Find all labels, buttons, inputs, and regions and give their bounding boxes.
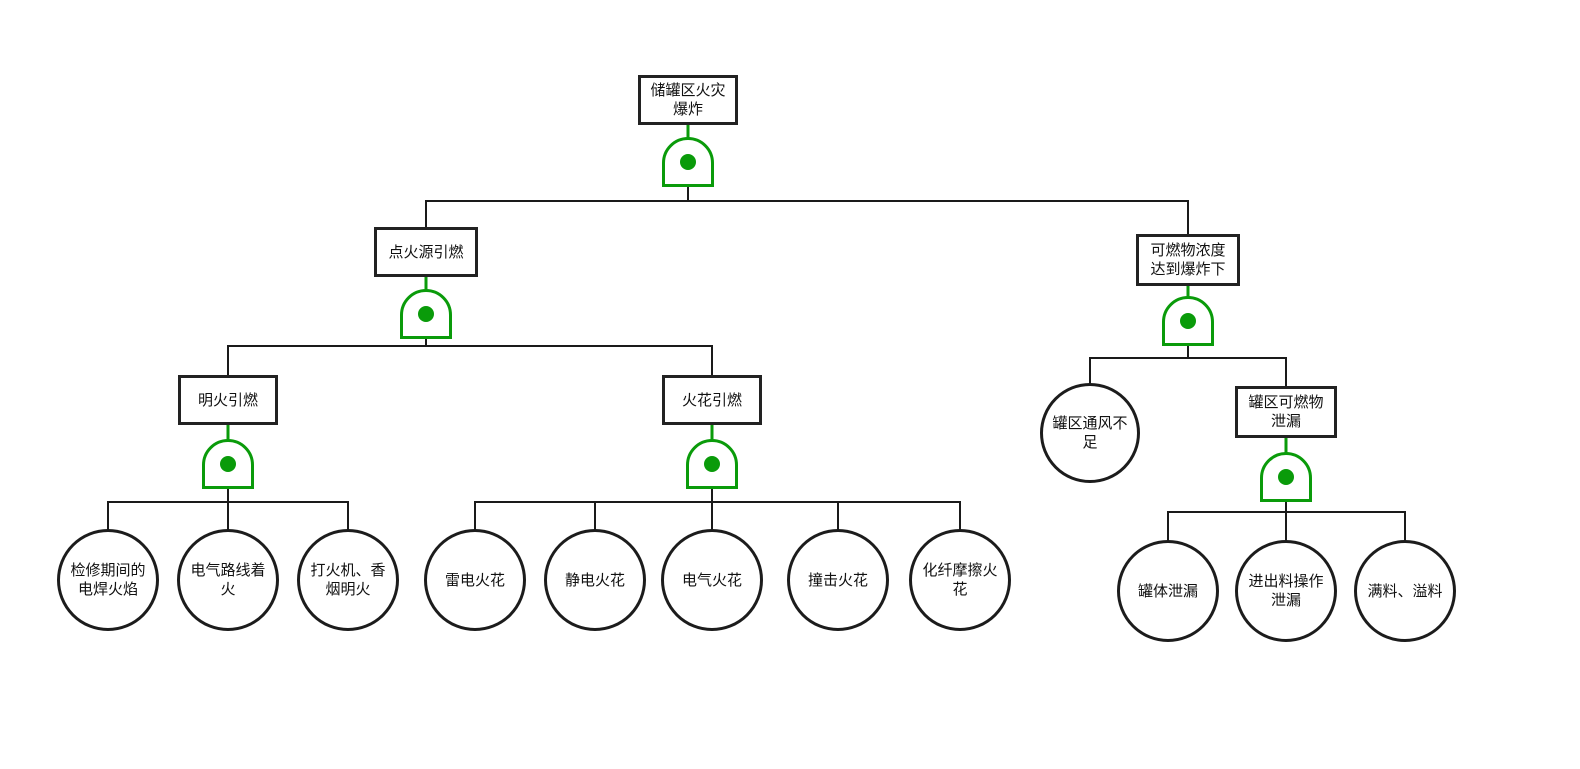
- node-label: 电气路线着火: [190, 562, 266, 598]
- basic-event-electric-spark: 电气火花: [661, 529, 763, 631]
- basic-event-loading-operation-leak: 进出料操作泄漏: [1235, 540, 1337, 642]
- and-gate-icon: [662, 137, 714, 187]
- node-label: 点火源引燃: [388, 243, 464, 261]
- basic-event-overfill-spill: 满料、溢料: [1354, 540, 1456, 642]
- node-label: 电气火花: [681, 571, 742, 589]
- event-box-ignition-source: 点火源引燃: [374, 227, 478, 277]
- event-box-combustible-concentration: 可燃物浓度达到爆炸下: [1136, 234, 1240, 286]
- node-label: 检修期间的电焊火焰: [70, 562, 146, 598]
- basic-event-tank-body-leak: 罐体泄漏: [1117, 540, 1219, 642]
- node-label: 雷电火花: [444, 571, 505, 589]
- node-label: 储罐区火灾爆炸: [650, 82, 726, 118]
- event-box-top-event: 储罐区火灾爆炸: [638, 75, 738, 125]
- node-label: 化纤摩擦火花: [922, 562, 998, 598]
- node-label: 火花引燃: [681, 391, 742, 409]
- basic-event-impact-spark: 撞击火花: [787, 529, 889, 631]
- and-gate-icon: [202, 439, 254, 489]
- node-label: 打火机、香烟明火: [310, 562, 386, 598]
- and-gate-icon: [1162, 296, 1214, 346]
- basic-event-welding-flame: 检修期间的电焊火焰: [57, 529, 159, 631]
- basic-event-static-spark: 静电火花: [544, 529, 646, 631]
- node-label: 进出料操作泄漏: [1248, 573, 1324, 609]
- node-label: 罐区通风不足: [1052, 415, 1128, 451]
- node-label: 罐体泄漏: [1137, 582, 1198, 600]
- event-box-tank-area-leak: 罐区可燃物泄漏: [1235, 386, 1337, 438]
- node-label: 撞击火花: [807, 571, 868, 589]
- node-label: 罐区可燃物泄漏: [1248, 394, 1324, 430]
- node-label: 明火引燃: [197, 391, 258, 409]
- basic-event-electric-wiring-fire: 电气路线着火: [177, 529, 279, 631]
- basic-event-fiber-friction-spark: 化纤摩擦火花: [909, 529, 1011, 631]
- node-label: 可燃物浓度达到爆炸下: [1150, 242, 1226, 278]
- event-box-spark: 火花引燃: [662, 375, 762, 425]
- basic-event-lighter-cigarette: 打火机、香烟明火: [297, 529, 399, 631]
- node-label: 满料、溢料: [1367, 582, 1443, 600]
- node-label: 静电火花: [564, 571, 625, 589]
- and-gate-icon: [400, 289, 452, 339]
- and-gate-icon: [686, 439, 738, 489]
- event-box-open-flame: 明火引燃: [178, 375, 278, 425]
- basic-event-lightning-spark: 雷电火花: [424, 529, 526, 631]
- and-gate-icon: [1260, 452, 1312, 502]
- basic-event-poor-ventilation: 罐区通风不足: [1040, 383, 1140, 483]
